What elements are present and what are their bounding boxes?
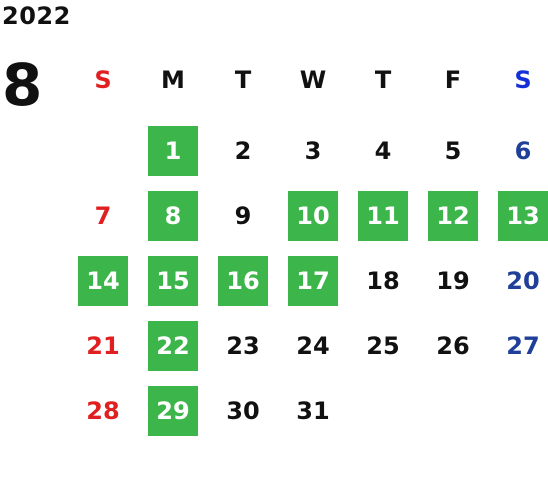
calendar-day[interactable]: 26: [436, 331, 470, 360]
calendar-cell: 26: [418, 313, 488, 378]
calendar-cell: 8: [138, 183, 208, 248]
calendar-day[interactable]: 4: [374, 136, 392, 165]
calendar-cell: 6: [488, 118, 548, 183]
calendar-cell: 19: [418, 248, 488, 313]
calendar-day[interactable]: 9: [234, 201, 252, 230]
calendar-cell: 22: [138, 313, 208, 378]
calendar-day[interactable]: 21: [86, 331, 120, 360]
calendar-day[interactable]: 27: [506, 331, 540, 360]
calendar-cell: 2: [208, 118, 278, 183]
highlighted-day[interactable]: 10: [288, 190, 338, 241]
calendar-cell: 30: [208, 378, 278, 443]
calendar-cell: 21: [68, 313, 138, 378]
calendar-cell: [418, 378, 488, 443]
calendar-cell: 9: [208, 183, 278, 248]
highlighted-day[interactable]: 11: [358, 190, 408, 241]
calendar-day[interactable]: 3: [304, 136, 322, 165]
calendar-cell: 1: [138, 118, 208, 183]
calendar-cell: 10: [278, 183, 348, 248]
calendar-cell: 29: [138, 378, 208, 443]
highlighted-day[interactable]: 12: [428, 190, 478, 241]
highlighted-day[interactable]: 13: [498, 190, 548, 241]
calendar-cell: 5: [418, 118, 488, 183]
calendar-day[interactable]: 23: [226, 331, 260, 360]
calendar-day[interactable]: 24: [296, 331, 330, 360]
highlighted-day[interactable]: 17: [288, 255, 338, 306]
weekday-header-thursday: T: [374, 66, 392, 94]
calendar-cell: 24: [278, 313, 348, 378]
calendar-cell: 28: [68, 378, 138, 443]
weekday-header-friday: F: [444, 66, 462, 94]
calendar-day[interactable]: 20: [506, 266, 540, 295]
calendar-day[interactable]: 31: [296, 396, 330, 425]
calendar-day[interactable]: 28: [86, 396, 120, 425]
calendar-day[interactable]: 5: [444, 136, 462, 165]
weekday-header-tuesday: T: [234, 66, 252, 94]
calendar-cell: 7: [68, 183, 138, 248]
highlighted-day[interactable]: 8: [148, 190, 198, 241]
calendar-cell: 27: [488, 313, 548, 378]
calendar-day[interactable]: 19: [436, 266, 470, 295]
calendar-day[interactable]: 7: [94, 201, 112, 230]
calendar-cell: 3: [278, 118, 348, 183]
weekday-header-saturday: S: [514, 66, 532, 94]
weekday-header-wednesday: W: [299, 66, 327, 94]
calendar-cell: 15: [138, 248, 208, 313]
calendar-cell: 11: [348, 183, 418, 248]
calendar-cell: 23: [208, 313, 278, 378]
calendar-cell: 25: [348, 313, 418, 378]
calendar-cell: [68, 118, 138, 183]
calendar-day[interactable]: 25: [366, 331, 400, 360]
calendar-cell: 12: [418, 183, 488, 248]
calendar-cell: 18: [348, 248, 418, 313]
highlighted-day[interactable]: 16: [218, 255, 268, 306]
calendar-day[interactable]: 2: [234, 136, 252, 165]
calendar-cell: 20: [488, 248, 548, 313]
calendar-cell: 14: [68, 248, 138, 313]
calendar-day[interactable]: 6: [514, 136, 532, 165]
weekday-header-sunday: S: [94, 66, 112, 94]
calendar-cell: 17: [278, 248, 348, 313]
calendar-cell: 13: [488, 183, 548, 248]
calendar-day[interactable]: 18: [366, 266, 400, 295]
highlighted-day[interactable]: 15: [148, 255, 198, 306]
calendar-cell: 16: [208, 248, 278, 313]
calendar-cell: 31: [278, 378, 348, 443]
calendar-month: 8: [2, 51, 43, 119]
calendar-year: 2022: [2, 2, 71, 30]
calendar-day[interactable]: 30: [226, 396, 260, 425]
highlighted-day[interactable]: 14: [78, 255, 128, 306]
highlighted-day[interactable]: 1: [148, 125, 198, 176]
calendar-cell: [348, 378, 418, 443]
highlighted-day[interactable]: 22: [148, 320, 198, 371]
calendar-cell: 4: [348, 118, 418, 183]
weekday-header-monday: M: [161, 66, 185, 94]
highlighted-day[interactable]: 29: [148, 385, 198, 436]
calendar-cell: [488, 378, 548, 443]
